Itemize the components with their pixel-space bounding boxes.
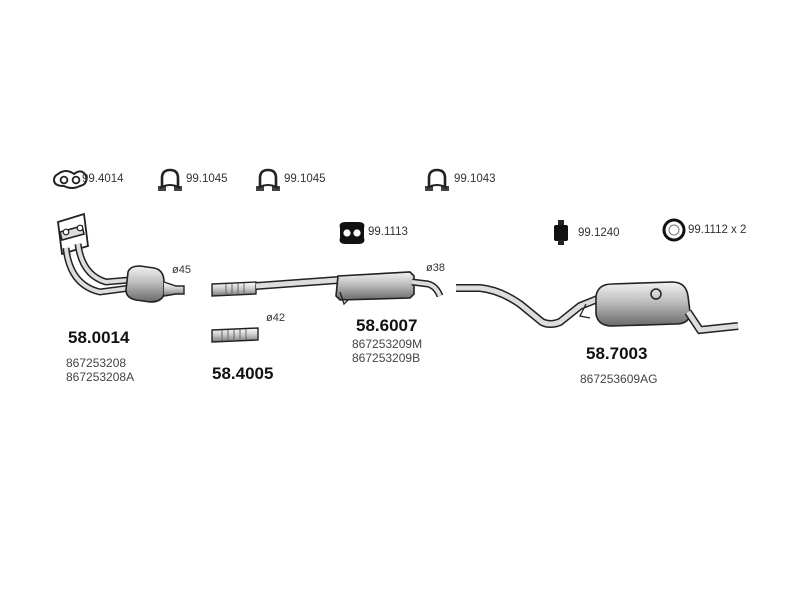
oem-code: 867253209M xyxy=(352,337,423,351)
u-clamp-icon xyxy=(158,168,182,191)
flex-connector-part xyxy=(211,281,259,343)
part-number: 58.6007 xyxy=(356,316,418,335)
diameter-label: ø38 xyxy=(426,262,445,274)
u-clamp-icon xyxy=(256,168,280,191)
ring-icon xyxy=(662,218,686,242)
middle-silencer-part xyxy=(255,271,444,306)
oem-code-list: 867253208 867253208A xyxy=(66,356,134,384)
oem-code: 867253208A xyxy=(66,370,135,384)
hardware-ref-label: 99.4014 xyxy=(82,173,124,185)
hardware-ref-label: 99.1043 xyxy=(454,173,496,185)
rubber-hanger-icon xyxy=(554,220,568,245)
part-number: 58.4005 xyxy=(212,364,274,383)
oem-code-list: 867253209M 867253209B xyxy=(352,337,422,365)
diameter-label: ø45 xyxy=(172,264,191,276)
hardware-ref-label: 99.1045 xyxy=(186,173,228,185)
hardware-ref-label: 99.1240 xyxy=(578,227,620,239)
hardware-ref-label: 99.1112 x 2 xyxy=(688,224,747,236)
hardware-ref-label: 99.1113 xyxy=(368,226,408,238)
part-number: 58.7003 xyxy=(586,344,648,363)
oem-code-list: 867253609AG xyxy=(580,372,657,386)
oem-code: 867253208 xyxy=(66,356,127,370)
rubber-mount-icon xyxy=(339,222,365,244)
hardware-ref-label: 99.1045 xyxy=(284,173,326,185)
oem-code: 867253609AG xyxy=(580,372,658,386)
flange-gasket-icon xyxy=(52,170,88,189)
u-clamp-icon xyxy=(425,168,449,191)
front-pipe-catalyst-part xyxy=(57,212,185,303)
oem-code: 867253209B xyxy=(352,351,421,365)
diameter-label: ø42 xyxy=(266,312,285,324)
rear-silencer-part xyxy=(456,281,739,335)
part-number: 58.0014 xyxy=(68,328,130,347)
